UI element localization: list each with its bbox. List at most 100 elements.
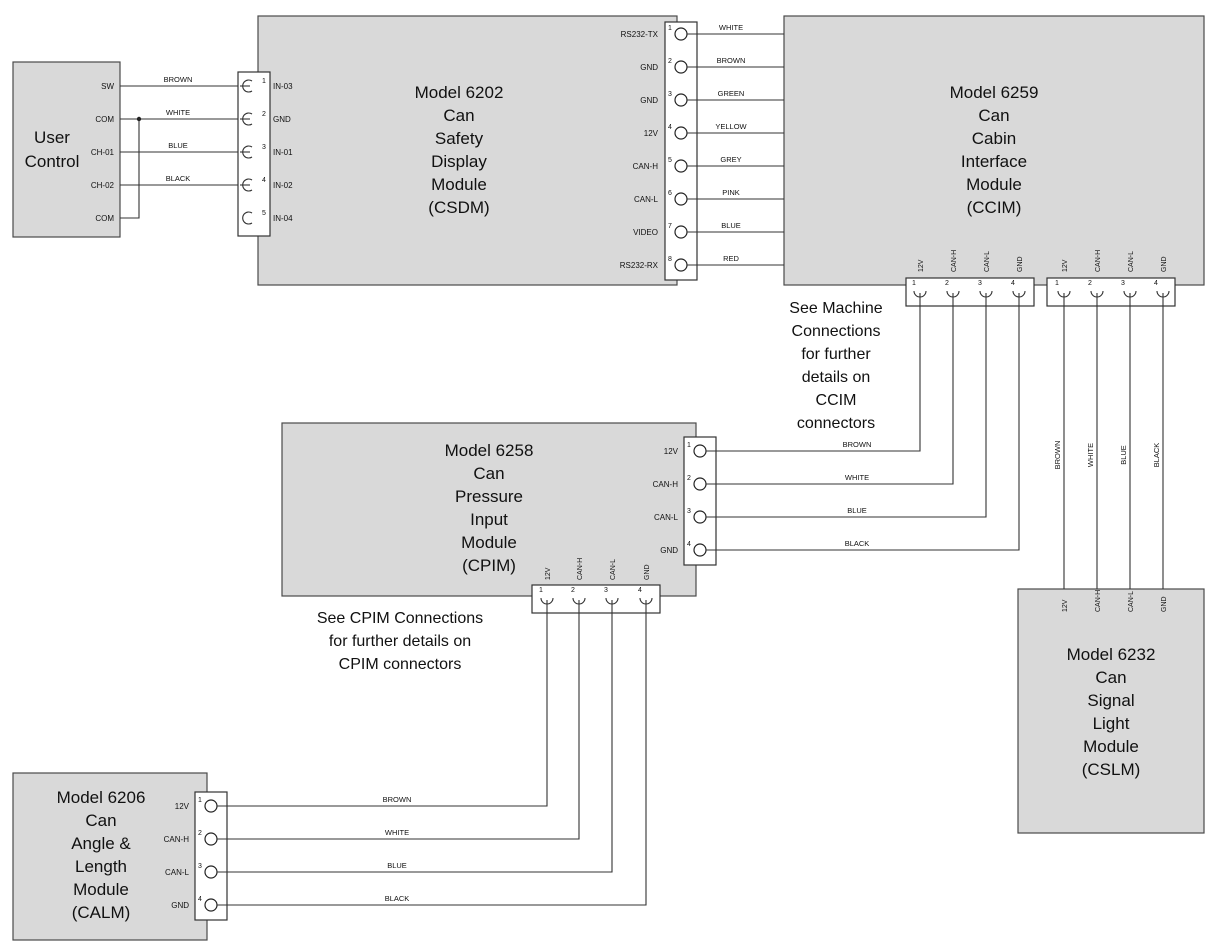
cpim-title: Model 6258 Can Pressure Input Module (CP… bbox=[445, 441, 534, 575]
cpim-note: See CPIM Connections for further details… bbox=[317, 610, 483, 673]
title-line: (CSLM) bbox=[1082, 760, 1141, 779]
pin-number: 2 bbox=[687, 475, 691, 482]
note-line: See CPIM Connections bbox=[317, 610, 483, 627]
pin-label: CH-02 bbox=[91, 181, 115, 190]
wire bbox=[217, 600, 580, 840]
csdm-left-pins: 1 2 3 4 5 IN-03 GND IN-01 IN-02 IN-04 bbox=[240, 78, 293, 225]
pin-number: 4 bbox=[668, 124, 672, 131]
wire-label: BLUE bbox=[847, 506, 867, 515]
pin-label: RS232-RX bbox=[620, 261, 659, 270]
ccim-connector-b: 1 2 3 4 12V CAN-H CAN-L GND bbox=[1046, 250, 1176, 307]
title-line: Control bbox=[25, 152, 80, 171]
pin-number: 4 bbox=[1011, 280, 1015, 287]
pin-label: 12V bbox=[644, 129, 659, 138]
pin-label: RS232-TX bbox=[621, 30, 659, 39]
title-line: (CPIM) bbox=[462, 556, 516, 575]
pin-socket bbox=[674, 192, 688, 206]
wire-label: BLUE bbox=[721, 221, 741, 230]
pin-number: 1 bbox=[1055, 280, 1059, 287]
cslm-box bbox=[1017, 588, 1205, 834]
csdm-title: Model 6202 Can Safety Display Module (CS… bbox=[415, 83, 504, 217]
pin-number: 3 bbox=[687, 508, 691, 515]
pin-label: COM bbox=[95, 115, 114, 124]
pin-label: CAN-L bbox=[610, 559, 617, 580]
title-line: Module bbox=[461, 533, 517, 552]
pin-number: 3 bbox=[604, 587, 608, 594]
wire-label: BROWN bbox=[1053, 441, 1062, 470]
title-line: Angle & bbox=[71, 834, 131, 853]
wire-label: BROWN bbox=[717, 56, 746, 65]
pin-label: CAN-H bbox=[653, 480, 679, 489]
pin-socket bbox=[242, 211, 253, 225]
pin-number: 1 bbox=[668, 25, 672, 32]
user-control-title: User Control bbox=[25, 128, 80, 171]
wire-label: BLACK bbox=[1152, 443, 1161, 468]
pin-socket bbox=[693, 543, 707, 557]
pin-socket bbox=[674, 27, 688, 41]
pin-label: GND bbox=[1161, 256, 1168, 272]
title-line: Display bbox=[431, 152, 487, 171]
wire-label: WHITE bbox=[385, 828, 409, 837]
title-line: Can bbox=[443, 106, 474, 125]
title-line: Model 6202 bbox=[415, 83, 504, 102]
pin-label: CAN-L bbox=[165, 868, 190, 877]
ccim-box bbox=[783, 15, 1205, 286]
pin-number: 3 bbox=[198, 863, 202, 870]
wire-label: YELLOW bbox=[715, 122, 747, 131]
pin-label: 12V bbox=[664, 447, 679, 456]
csdm-right-pins: 1 2 3 4 5 6 7 8 RS232-TX GND GND 12V CAN… bbox=[620, 25, 688, 272]
pin-label: CAN-L bbox=[634, 195, 659, 204]
pin-number: 4 bbox=[198, 896, 202, 903]
pin-label: GND bbox=[1161, 596, 1168, 612]
pin-label: GND bbox=[640, 63, 658, 72]
pin-label: GND bbox=[660, 546, 678, 555]
title-line: Module bbox=[431, 175, 487, 194]
calm-box bbox=[12, 772, 208, 941]
wire-label: BLUE bbox=[387, 861, 407, 870]
pin-number: 2 bbox=[1088, 280, 1092, 287]
pin-label: GND bbox=[171, 901, 189, 910]
title-line: Module bbox=[73, 880, 129, 899]
wire-label: WHITE bbox=[845, 473, 869, 482]
pin-number: 1 bbox=[912, 280, 916, 287]
csdm-left-connector: 1 2 3 4 5 IN-03 GND IN-01 IN-02 IN-04 bbox=[237, 71, 293, 237]
title-line: Can bbox=[978, 106, 1009, 125]
pin-label: IN-02 bbox=[273, 181, 293, 190]
cpim-right-connector: 1 2 3 4 12V CAN-H CAN-L GND bbox=[653, 436, 717, 566]
wire bbox=[706, 293, 954, 485]
title-line: Input bbox=[470, 510, 508, 529]
title-line: (CSDM) bbox=[428, 198, 489, 217]
pin-label: CAN-L bbox=[654, 513, 679, 522]
title-line: Length bbox=[75, 857, 127, 876]
title-line: Model 6232 bbox=[1067, 645, 1156, 664]
wires-calm-cpim: BROWN WHITE BLUE BLACK bbox=[217, 600, 647, 906]
wire-label: BLACK bbox=[385, 894, 410, 903]
title-line: Model 6259 bbox=[950, 83, 1039, 102]
pin-socket bbox=[674, 159, 688, 173]
pin-number: 4 bbox=[262, 177, 266, 184]
wire bbox=[217, 600, 613, 873]
pin-label: CAN-H bbox=[633, 162, 659, 171]
pin-label: CAN-H bbox=[577, 558, 584, 580]
wire bbox=[706, 293, 921, 452]
wires-csdm-ccim: WHITE BROWN GREEN YELLOW GREY PINK BLUE … bbox=[687, 23, 784, 266]
title-line: Light bbox=[1093, 714, 1130, 733]
pin-label: CH-01 bbox=[91, 148, 115, 157]
note-line: See Machine bbox=[789, 300, 882, 317]
pin-number: 6 bbox=[668, 190, 672, 197]
pin-label: 12V bbox=[918, 259, 925, 272]
pin-number: 3 bbox=[668, 91, 672, 98]
title-line: Cabin bbox=[972, 129, 1016, 148]
title-line: (CALM) bbox=[72, 903, 131, 922]
pin-label: IN-03 bbox=[273, 82, 293, 91]
user-control-box bbox=[12, 61, 121, 238]
note-line: connectors bbox=[797, 415, 875, 432]
wires-cpim-ccim: BROWN WHITE BLUE BLACK bbox=[706, 293, 1020, 551]
title-line: Safety bbox=[435, 129, 484, 148]
title-line: (CCIM) bbox=[967, 198, 1022, 217]
wire-label: WHITE bbox=[166, 108, 190, 117]
pin-number: 2 bbox=[262, 111, 266, 118]
pin-socket bbox=[204, 898, 218, 912]
ccim-connector-a: 1 2 3 4 12V CAN-H CAN-L GND bbox=[905, 250, 1035, 307]
wire-label: BROWN bbox=[843, 440, 872, 449]
